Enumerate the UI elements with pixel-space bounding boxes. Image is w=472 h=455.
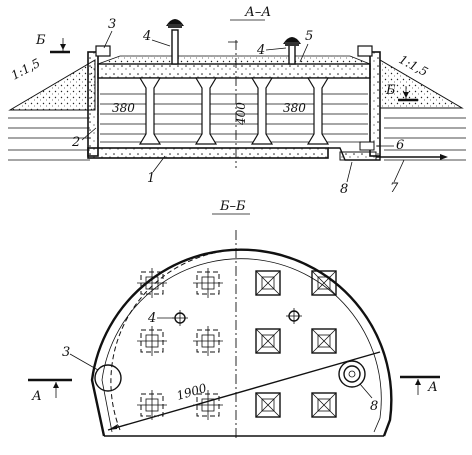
column-1 bbox=[138, 77, 162, 145]
callout-3-top: 3 bbox=[108, 17, 116, 32]
top-cover bbox=[97, 55, 371, 65]
left-wall bbox=[87, 51, 99, 157]
drain-pit bbox=[339, 151, 377, 161]
slope-left: 1:1,5 bbox=[9, 56, 43, 83]
col-l5 bbox=[137, 390, 167, 420]
hatch-right bbox=[357, 45, 373, 57]
water-lines-right bbox=[384, 117, 466, 161]
col-l4 bbox=[193, 326, 223, 356]
dim-right: 380 bbox=[283, 101, 306, 115]
valve bbox=[359, 141, 375, 151]
diameter-line bbox=[107, 351, 381, 431]
dim-diameter: 1900 bbox=[175, 381, 209, 403]
callout-3-plan: 3 bbox=[62, 345, 70, 360]
column-3 bbox=[250, 77, 274, 145]
col-l3 bbox=[137, 326, 167, 356]
callout-6: 6 bbox=[396, 138, 404, 153]
dashed-arc-left bbox=[110, 249, 237, 431]
vent-symbol-left bbox=[172, 310, 188, 326]
section-marker-left: Б bbox=[35, 33, 46, 48]
dim-center: 400 bbox=[234, 102, 248, 126]
section-a-left: А bbox=[31, 389, 42, 404]
section-bb: Б–Б bbox=[28, 199, 440, 440]
columns bbox=[138, 77, 330, 145]
section-marker-right: Б bbox=[385, 83, 396, 98]
col-r6 bbox=[311, 392, 337, 418]
callout-8-top: 8 bbox=[340, 182, 348, 197]
callout-4-right: 4 bbox=[256, 43, 265, 58]
top-slab bbox=[97, 63, 371, 79]
dim-left: 380 bbox=[112, 101, 135, 115]
col-r5 bbox=[255, 392, 281, 418]
callout-5: 5 bbox=[305, 29, 313, 44]
water-lines-left bbox=[8, 117, 90, 161]
outer-wall-plan bbox=[90, 248, 393, 437]
columns-left-half bbox=[137, 268, 223, 420]
vent-right bbox=[283, 37, 301, 65]
hatch-8-plan bbox=[338, 360, 366, 388]
callout-8-plan: 8 bbox=[370, 399, 378, 414]
bottom-slab bbox=[87, 147, 329, 159]
hatch-left bbox=[95, 45, 111, 57]
section-aa: А–А bbox=[8, 5, 466, 197]
callout-7: 7 bbox=[390, 181, 399, 196]
col-r1 bbox=[255, 270, 281, 296]
callout-2: 2 bbox=[71, 135, 80, 150]
section-aa-title: А–А bbox=[244, 5, 271, 20]
col-r4 bbox=[311, 328, 337, 354]
callout-4-left: 4 bbox=[142, 29, 151, 44]
vent-symbol-right bbox=[286, 308, 302, 324]
hatch-3-plan bbox=[94, 364, 122, 392]
section-bb-title: Б–Б bbox=[219, 199, 246, 214]
inner-wall-plan bbox=[101, 258, 382, 433]
callout-4-plan: 4 bbox=[147, 311, 156, 326]
section-a-right: А bbox=[427, 380, 438, 395]
column-4 bbox=[306, 77, 330, 145]
column-2 bbox=[194, 77, 218, 145]
vent-left bbox=[166, 19, 184, 65]
col-r3 bbox=[255, 328, 281, 354]
col-l1 bbox=[137, 268, 167, 298]
right-wall bbox=[369, 51, 381, 157]
col-r2 bbox=[311, 270, 337, 296]
columns-right-half bbox=[255, 270, 337, 418]
col-l2 bbox=[193, 268, 223, 298]
outlet-arrow bbox=[440, 154, 448, 160]
callout-1: 1 bbox=[147, 171, 155, 186]
